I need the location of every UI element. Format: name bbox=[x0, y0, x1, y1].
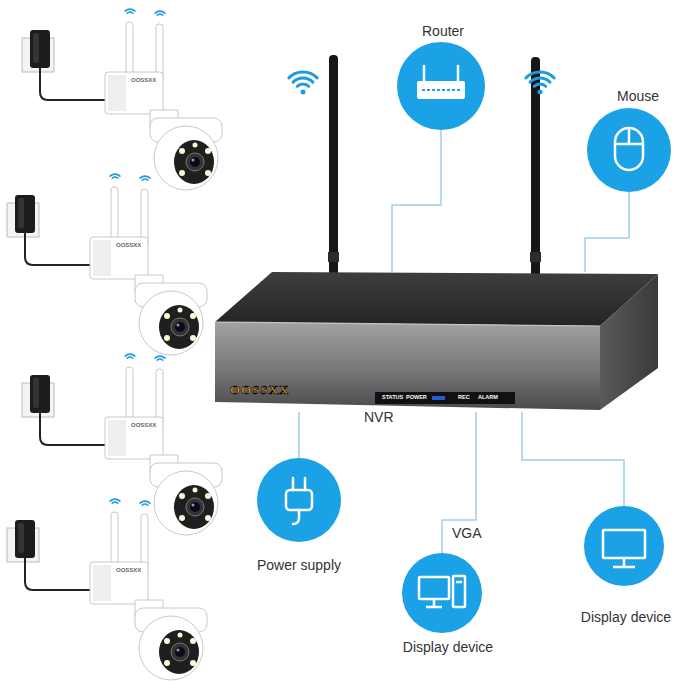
power-node: Power supply bbox=[257, 458, 341, 542]
wifi-dot bbox=[538, 90, 543, 95]
ptz-camera bbox=[7, 499, 207, 680]
antenna-joint bbox=[328, 252, 339, 262]
connector-label: VGA bbox=[452, 525, 482, 542]
status-led bbox=[432, 396, 445, 400]
brand-logo: OOSSXX bbox=[131, 422, 156, 429]
brand-logo: OOSSXX bbox=[131, 77, 156, 84]
node-shape bbox=[257, 458, 341, 542]
brand-logo: OOSSXX bbox=[116, 242, 141, 249]
panel-label: REC bbox=[458, 394, 470, 401]
node-label: Display device bbox=[581, 609, 671, 626]
ptz-camera bbox=[22, 354, 222, 535]
node-label: NVR bbox=[364, 409, 394, 426]
connector-line bbox=[392, 130, 441, 272]
display-node: Display device bbox=[584, 506, 664, 586]
brand-logo: OOSSXX bbox=[116, 567, 141, 574]
icon-circle bbox=[257, 458, 341, 542]
icon-circle bbox=[402, 553, 482, 633]
node-label: Mouse bbox=[617, 88, 659, 105]
node-label: Power supply bbox=[257, 557, 341, 574]
nvr-front bbox=[215, 322, 600, 410]
nvr-side bbox=[600, 274, 658, 410]
icon-circle bbox=[587, 108, 671, 192]
connector-line bbox=[522, 412, 624, 506]
wifi-arcs bbox=[526, 72, 554, 86]
nvr-edge bbox=[215, 322, 600, 326]
nvr-antenna bbox=[531, 57, 540, 283]
mouse-node: Mouse bbox=[587, 108, 671, 192]
panel-label: ALARM bbox=[478, 394, 498, 401]
wifi-arcs bbox=[289, 72, 317, 86]
node-label: Display device bbox=[403, 639, 493, 656]
nvr-antenna bbox=[329, 55, 338, 283]
wifi-dot bbox=[301, 90, 306, 95]
icon-circle bbox=[584, 506, 664, 586]
front-panel bbox=[375, 392, 515, 404]
connector-line bbox=[298, 412, 300, 458]
node-shape bbox=[397, 42, 485, 130]
panel-label: STATUS bbox=[382, 394, 403, 401]
ptz-camera bbox=[7, 174, 207, 355]
router-node: Router bbox=[397, 42, 485, 130]
node-shape bbox=[402, 553, 482, 633]
connector-line bbox=[585, 192, 629, 272]
ptz-camera bbox=[22, 9, 222, 190]
brand-logo: OOSSXX bbox=[230, 382, 289, 398]
node-shape bbox=[587, 108, 671, 192]
display-node: Display device bbox=[402, 553, 482, 633]
node-label: Router bbox=[422, 23, 464, 40]
icon-circle bbox=[397, 42, 485, 130]
nvr-top bbox=[215, 272, 658, 326]
antenna-joint bbox=[530, 252, 541, 262]
node-shape bbox=[584, 506, 664, 586]
nvr-box: OOSSXXSTATUSPOWERRECALARMNVR bbox=[212, 272, 658, 412]
panel-label: POWER bbox=[406, 394, 427, 401]
